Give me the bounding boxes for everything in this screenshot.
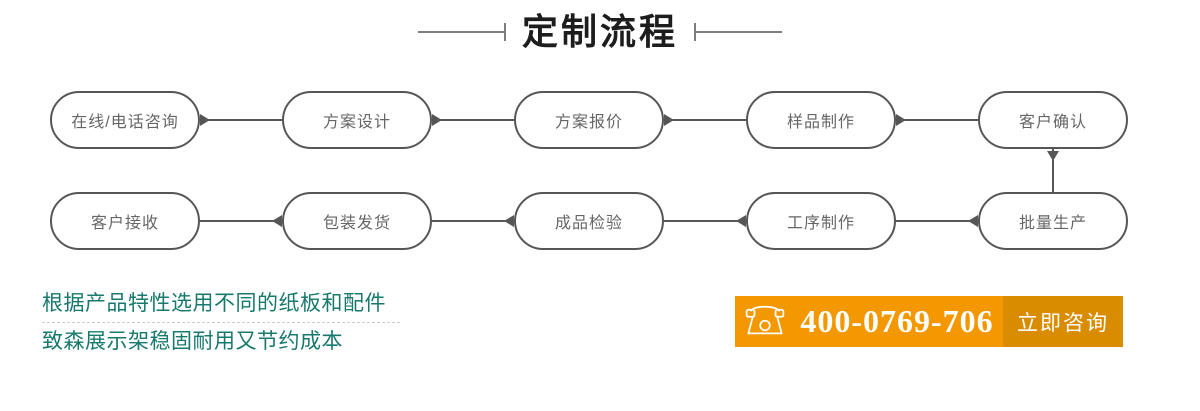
telephone-icon (744, 304, 786, 340)
flow-step-packing-shipping: 包装发货 (282, 192, 432, 250)
consult-now-button[interactable]: 立即咨询 (1003, 296, 1123, 347)
contact-phone-area: 400-0769-706 (735, 296, 1003, 347)
page-title: 定制流程 (521, 12, 678, 52)
flow-step-label: 客户确认 (1018, 114, 1087, 131)
promo-line-2: 致森展示架稳固耐用又节约成本 (42, 330, 343, 353)
arrow-right-icon (432, 114, 442, 126)
flow-step-label: 在线/电话咨询 (71, 114, 179, 131)
flow-step-label: 方案设计 (322, 114, 391, 131)
flow-step-label: 包装发货 (322, 215, 391, 232)
flow-step-online-phone-consult: 在线/电话咨询 (50, 91, 200, 149)
flow-connector (432, 119, 514, 121)
flow-step-process-making: 工序制作 (746, 192, 896, 250)
flow-step-plan-quote: 方案报价 (514, 91, 664, 149)
arrow-down-icon (1047, 151, 1059, 161)
arrow-right-icon (664, 114, 674, 126)
flow-step-label: 工序制作 (786, 215, 855, 232)
flow-connector (896, 119, 978, 121)
deco-line (696, 31, 782, 33)
flow-step-plan-design: 方案设计 (282, 91, 432, 149)
deco-tick (694, 23, 696, 41)
promo-line-1: 根据产品特性选用不同的纸板和配件 (42, 292, 386, 315)
arrow-right-icon (200, 114, 210, 126)
flow-connector (432, 220, 514, 222)
flow-step-customer-confirm: 客户确认 (978, 91, 1128, 149)
arrow-right-icon (896, 114, 906, 126)
flow-connector (664, 220, 746, 222)
flow-step-label: 方案报价 (554, 114, 623, 131)
arrow-left-icon (968, 215, 978, 227)
flow-connector (896, 220, 978, 222)
promo-text-block: 根据产品特性选用不同的纸板和配件 致森展示架稳固耐用又节约成本 (42, 290, 442, 356)
contact-bar: 400-0769-706 立即咨询 (735, 296, 1123, 347)
phone-number: 400-0769-706 (800, 303, 994, 339)
flow-connector-vertical (1052, 149, 1054, 192)
section-title-row: 定制流程 (0, 8, 1200, 56)
flow-step-sample-making: 样品制作 (746, 91, 896, 149)
flow-connector (200, 220, 282, 222)
flow-connector (664, 119, 746, 121)
flow-step-mass-production: 批量生产 (978, 192, 1128, 250)
flow-step-label: 批量生产 (1018, 215, 1087, 232)
flow-step-label: 成品检验 (554, 215, 623, 232)
flow-connector (200, 119, 282, 121)
deco-tick (503, 23, 506, 41)
arrow-left-icon (504, 215, 514, 227)
deco-line (417, 31, 504, 33)
arrow-left-icon (736, 215, 746, 227)
flow-step-customer-receive: 客户接收 (50, 192, 200, 250)
flow-step-label: 样品制作 (786, 114, 855, 131)
title-deco-right (694, 23, 782, 41)
dashed-divider (42, 322, 400, 323)
arrow-left-icon (272, 215, 282, 227)
flow-step-label: 客户接收 (90, 215, 159, 232)
title-deco-left (417, 23, 506, 41)
flow-step-product-inspection: 成品检验 (514, 192, 664, 250)
